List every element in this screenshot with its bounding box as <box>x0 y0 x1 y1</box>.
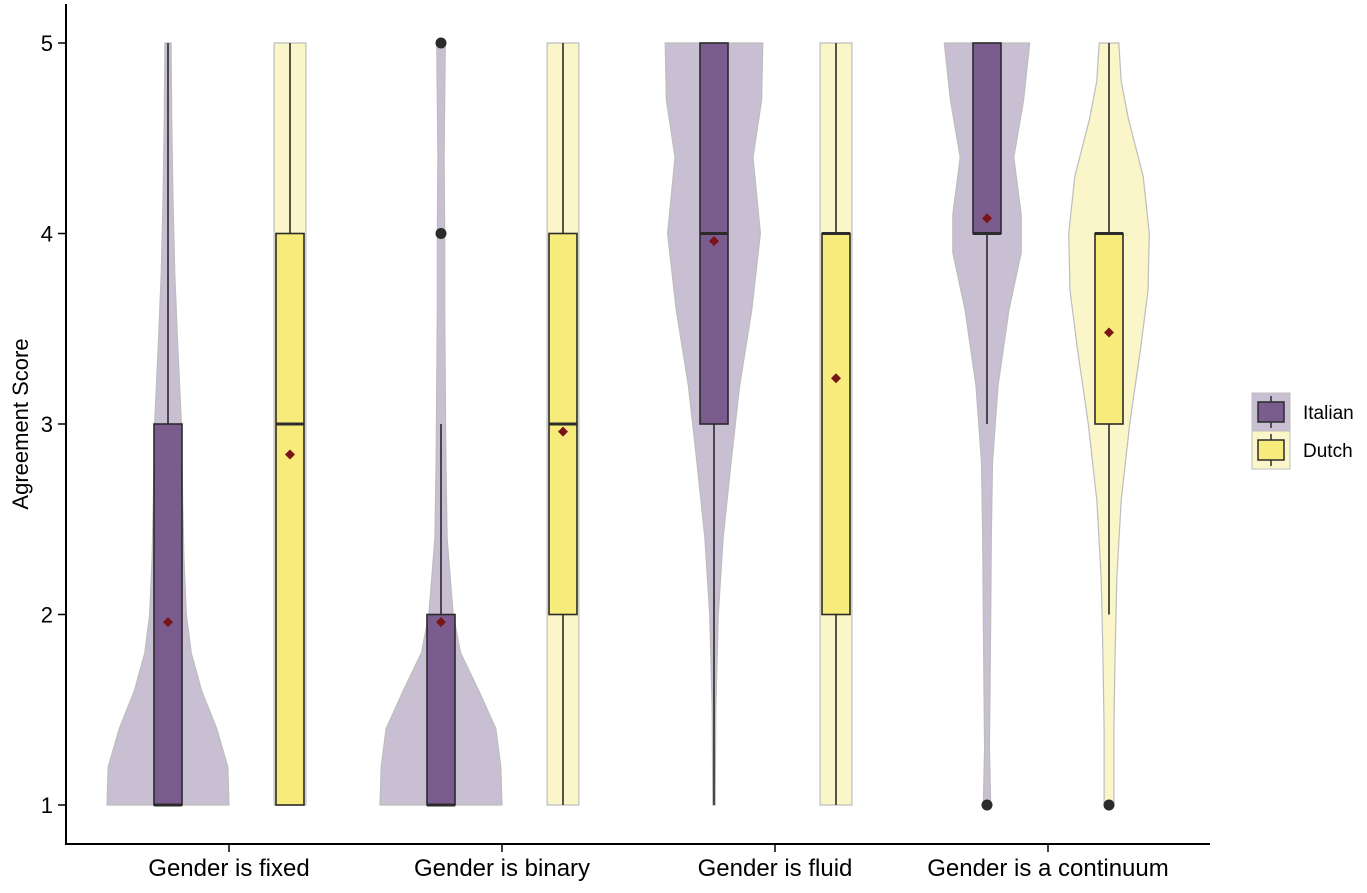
y-tick-label: 4 <box>41 222 53 247</box>
x-tick-label: Gender is fixed <box>148 855 309 882</box>
legend-box-swatch <box>1257 439 1285 461</box>
outlier-point <box>981 799 993 811</box>
box-italian-0 <box>153 423 183 806</box>
outlier-point <box>435 228 447 239</box>
x-tick-label: Gender is fluid <box>698 855 853 882</box>
y-tick-label: 1 <box>41 793 53 818</box>
legend-key-italian: Italian <box>1251 392 1354 432</box>
x-tick-label: Gender is binary <box>414 855 590 882</box>
mean-marker <box>285 449 295 460</box>
y-tick-label: 2 <box>41 603 53 628</box>
mean-marker <box>831 373 841 384</box>
box-italian-3 <box>972 42 1002 235</box>
y-tick-label: 3 <box>41 412 53 437</box>
mean-marker <box>436 617 446 628</box>
box-dutch-0 <box>275 232 305 806</box>
mean-marker <box>163 617 173 628</box>
mean-marker <box>558 426 568 437</box>
mean-marker <box>709 236 719 247</box>
outlier-point <box>1103 799 1115 811</box>
legend-key-dutch: Dutch <box>1251 430 1353 470</box>
box-dutch-2 <box>821 232 851 616</box>
box-italian-1 <box>426 613 456 806</box>
y-tick-label: 5 <box>41 31 53 56</box>
legend-label: Italian <box>1303 403 1354 424</box>
legend-label: Dutch <box>1303 441 1353 462</box>
mean-marker <box>982 213 992 224</box>
legend-box-swatch <box>1257 401 1285 423</box>
boxes-layer <box>153 37 1124 811</box>
outlier-point <box>435 37 447 49</box>
y-axis-label: Agreement Score <box>8 338 33 509</box>
x-tick-label: Gender is a continuum <box>927 855 1168 882</box>
mean-marker <box>1104 327 1114 338</box>
